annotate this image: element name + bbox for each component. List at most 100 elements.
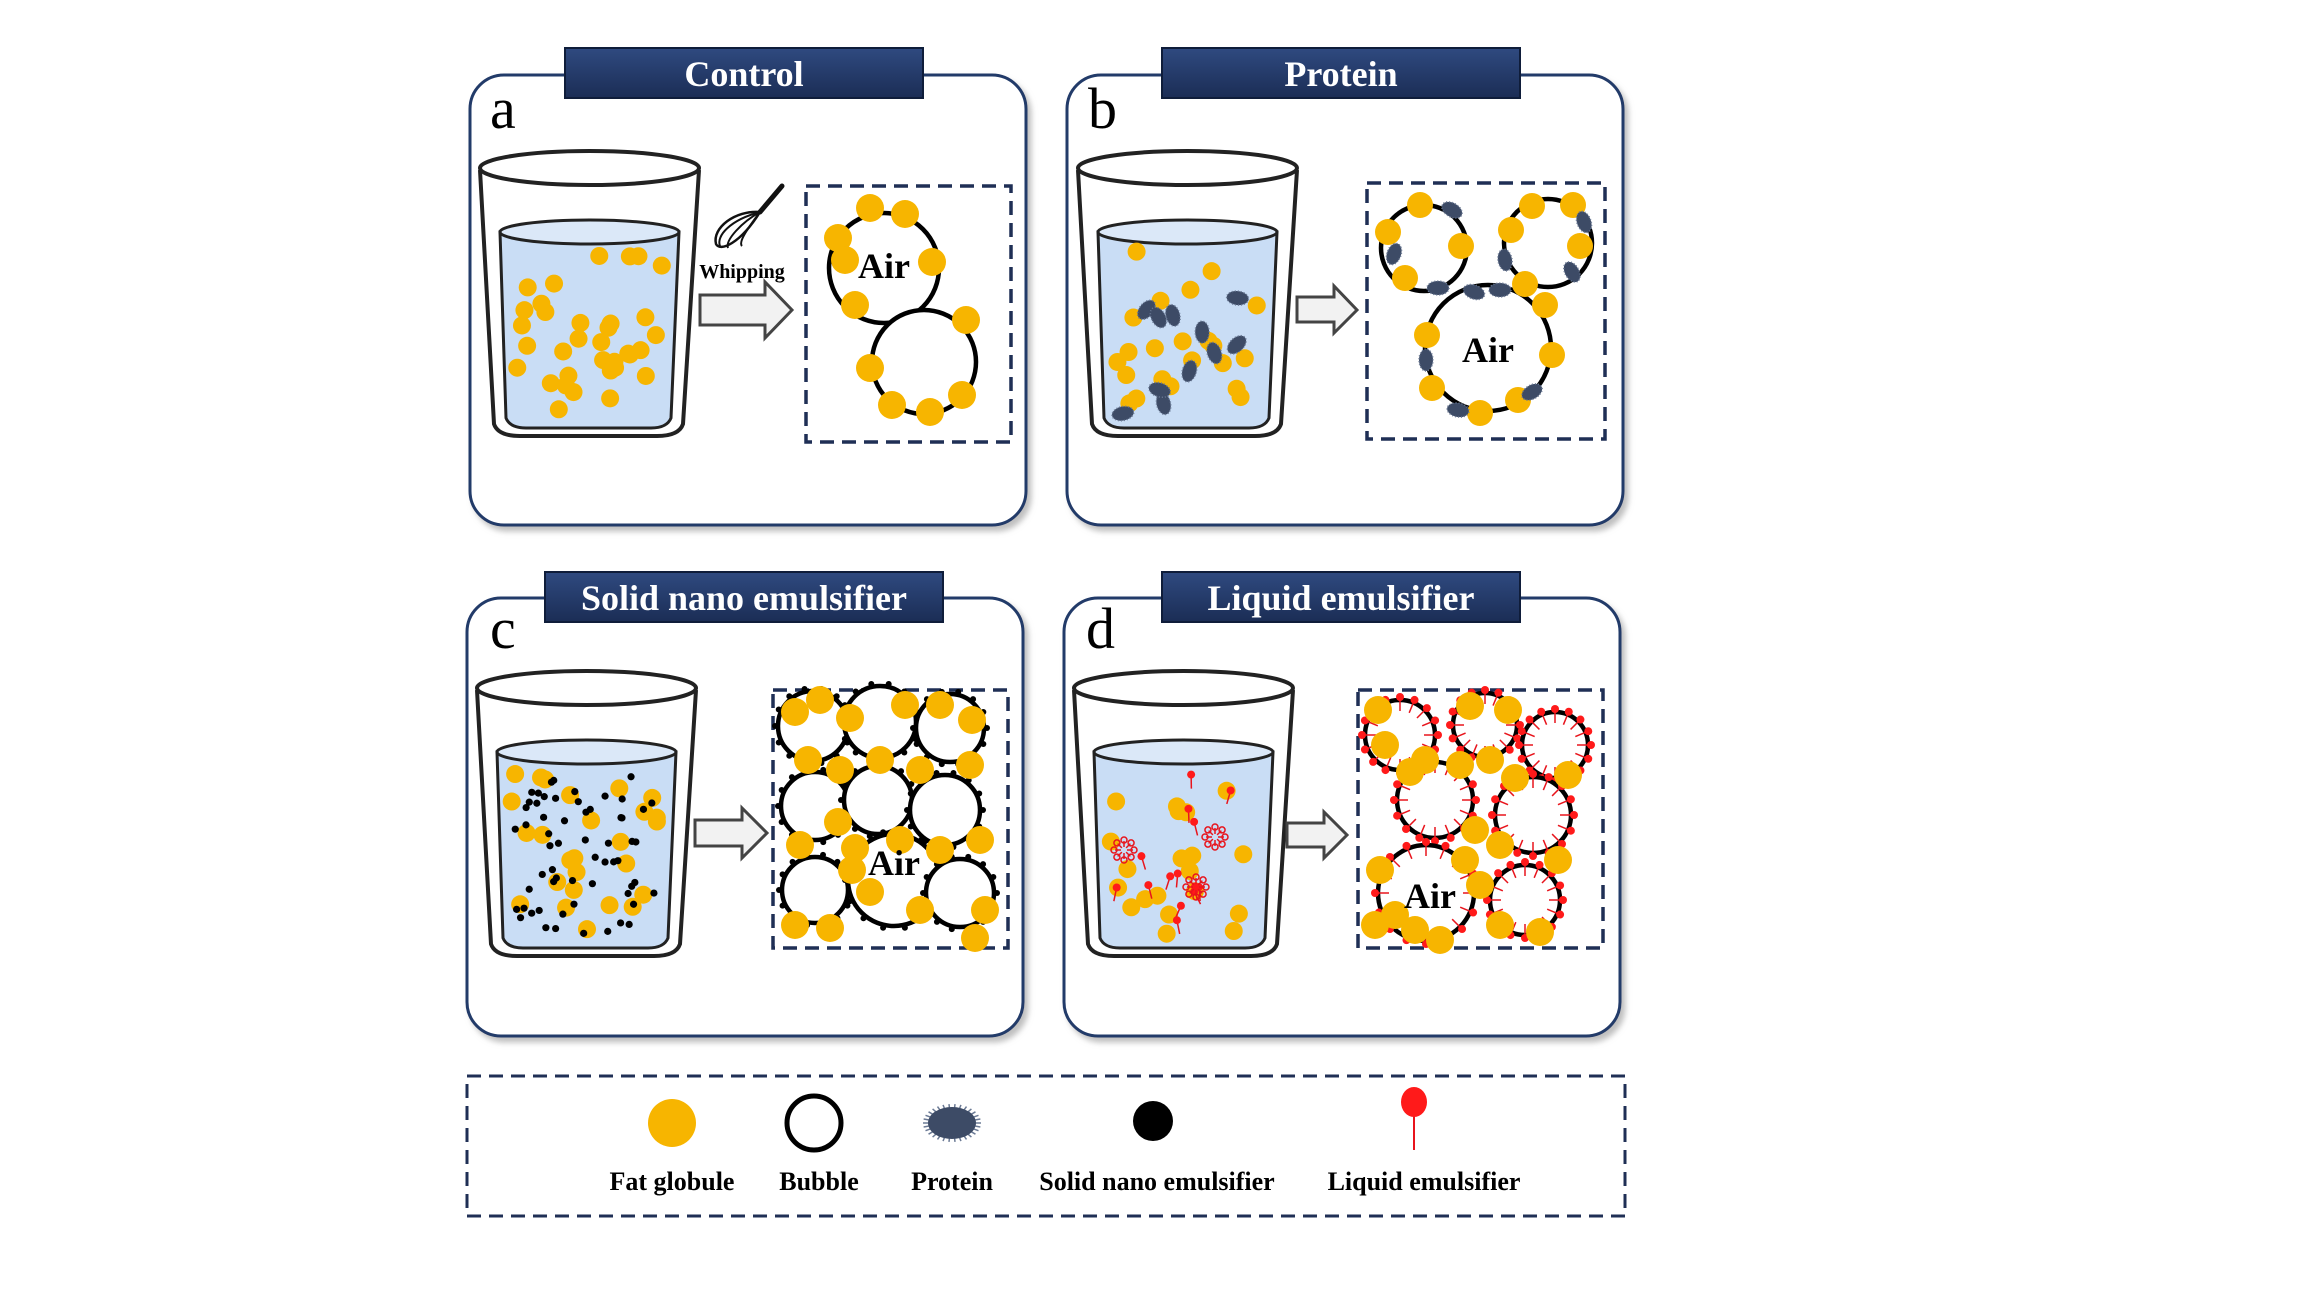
solid-nano-particle (520, 904, 528, 912)
liquid-emulsifier-molecule (1557, 795, 1575, 806)
solid-nano-particle (528, 788, 536, 796)
fat-globule (518, 278, 537, 297)
solid-nano-particle (639, 805, 648, 813)
panel-a-air-label: Air (858, 246, 910, 286)
solid-nano-particle (648, 799, 656, 807)
liquid-emulsifier-molecule (1549, 896, 1567, 904)
protein-particle (1225, 290, 1250, 306)
protein-particle (1206, 341, 1223, 365)
fat-globule (952, 306, 980, 334)
protein-icon (923, 1104, 981, 1142)
liquid-emulsifier-molecule (1451, 918, 1467, 934)
solid-nano-particle (591, 853, 599, 861)
fat-globule (866, 746, 894, 774)
fat-globule (841, 834, 869, 862)
fat-globule (611, 832, 630, 851)
fat-globule (956, 751, 984, 779)
fat-globule (605, 352, 624, 371)
liquid-emulsifier-molecule (1165, 872, 1175, 890)
panel-d-title-bar: Liquid emulsifier (1161, 571, 1521, 623)
solid-nano-particle (533, 799, 541, 807)
solid-nano-particle (834, 858, 841, 865)
fat-globule (1145, 339, 1164, 358)
panel-c-air-label: Air (868, 843, 920, 883)
micelle (1201, 823, 1229, 851)
fat-globule (643, 788, 662, 807)
fat-globule (1172, 849, 1191, 868)
protein-particle (1385, 242, 1403, 266)
liquid-emulsifier-molecule (1422, 838, 1430, 856)
fat-globule (1118, 860, 1137, 879)
micelle (1182, 873, 1210, 901)
fat-globule (592, 333, 611, 352)
fat-globule (1371, 731, 1399, 759)
protein-particle (1441, 201, 1463, 219)
solid-nano-particle (820, 851, 827, 858)
fat-globule (1476, 746, 1504, 774)
fat-globule (1202, 262, 1221, 281)
solid-nano-particle (632, 838, 640, 846)
fat-globule (1448, 233, 1474, 259)
fat-globule (1512, 271, 1538, 297)
fat-globule (961, 924, 989, 952)
solid-nano-particle (574, 798, 582, 806)
fat-globule (1554, 761, 1582, 789)
zoom-box-b (1365, 181, 1607, 441)
legend-label-fat-globule: Fat globule (610, 1167, 735, 1196)
fat-globule (878, 391, 906, 419)
beaker-c-water-surface (495, 738, 678, 766)
whipping-label: Whipping (699, 261, 785, 283)
solid-nano-particle (990, 873, 997, 880)
solid-nano-particle (860, 915, 867, 922)
fat-globule (958, 706, 986, 734)
fat-globule (1446, 751, 1474, 779)
fat-globule (948, 381, 976, 409)
solid-nano-particle (923, 873, 930, 880)
panel-c-letter: c (490, 596, 516, 661)
fat-globule (1364, 696, 1392, 724)
fat-globule (926, 691, 954, 719)
liquid-emulsifier-molecule (1137, 852, 1147, 870)
panel-d-title: Liquid emulsifier (1207, 578, 1474, 618)
beaker-d (1072, 669, 1295, 958)
liquid-emulsifier-molecule (1560, 811, 1578, 819)
bubble (841, 763, 915, 837)
fat-globule (1234, 845, 1253, 864)
protein-particle (1149, 306, 1168, 329)
fat-globule (1217, 781, 1236, 800)
liquid-emulsifier-molecule (1462, 796, 1480, 804)
solid-nano-particle (907, 823, 914, 830)
liquid-emulsifier-molecule (1226, 786, 1235, 805)
liquid-emulsifier-molecule (1173, 869, 1182, 888)
solid-nano-particle (908, 780, 915, 787)
solid-nano-particle (571, 787, 579, 796)
solid-nano-particle (789, 858, 796, 865)
solid-nano-particle (629, 900, 638, 908)
fat-globule (631, 341, 650, 360)
liquid-emulsifier-molecule (1517, 752, 1535, 763)
protein-particle (1148, 381, 1172, 399)
fat-globule (536, 303, 555, 322)
fat-globule (636, 308, 655, 327)
fat-globule (824, 808, 852, 836)
fat-globule (1532, 292, 1558, 318)
fat-globule (1401, 916, 1429, 944)
solid-nano-particle (522, 803, 530, 812)
solid-nano-particle (980, 741, 987, 748)
fat-globule (1426, 926, 1454, 954)
panel-b-air-label: Air (1462, 330, 1514, 370)
solid-nano-particle (540, 813, 548, 821)
solid-nano-particle (820, 839, 827, 846)
liquid-emulsifier-molecule (1444, 824, 1455, 842)
fat-globule (1396, 758, 1424, 786)
solid-nano-particle (775, 739, 782, 746)
solid-nano-particle (910, 725, 916, 731)
protein-particle (1418, 348, 1434, 372)
solid-nano-particle (913, 741, 920, 748)
solid-nano-particle (776, 887, 782, 893)
solid-nano-particle (984, 725, 990, 731)
fat-globule (906, 896, 934, 924)
fat-globule (1419, 375, 1445, 401)
fat-globule (1117, 366, 1136, 385)
